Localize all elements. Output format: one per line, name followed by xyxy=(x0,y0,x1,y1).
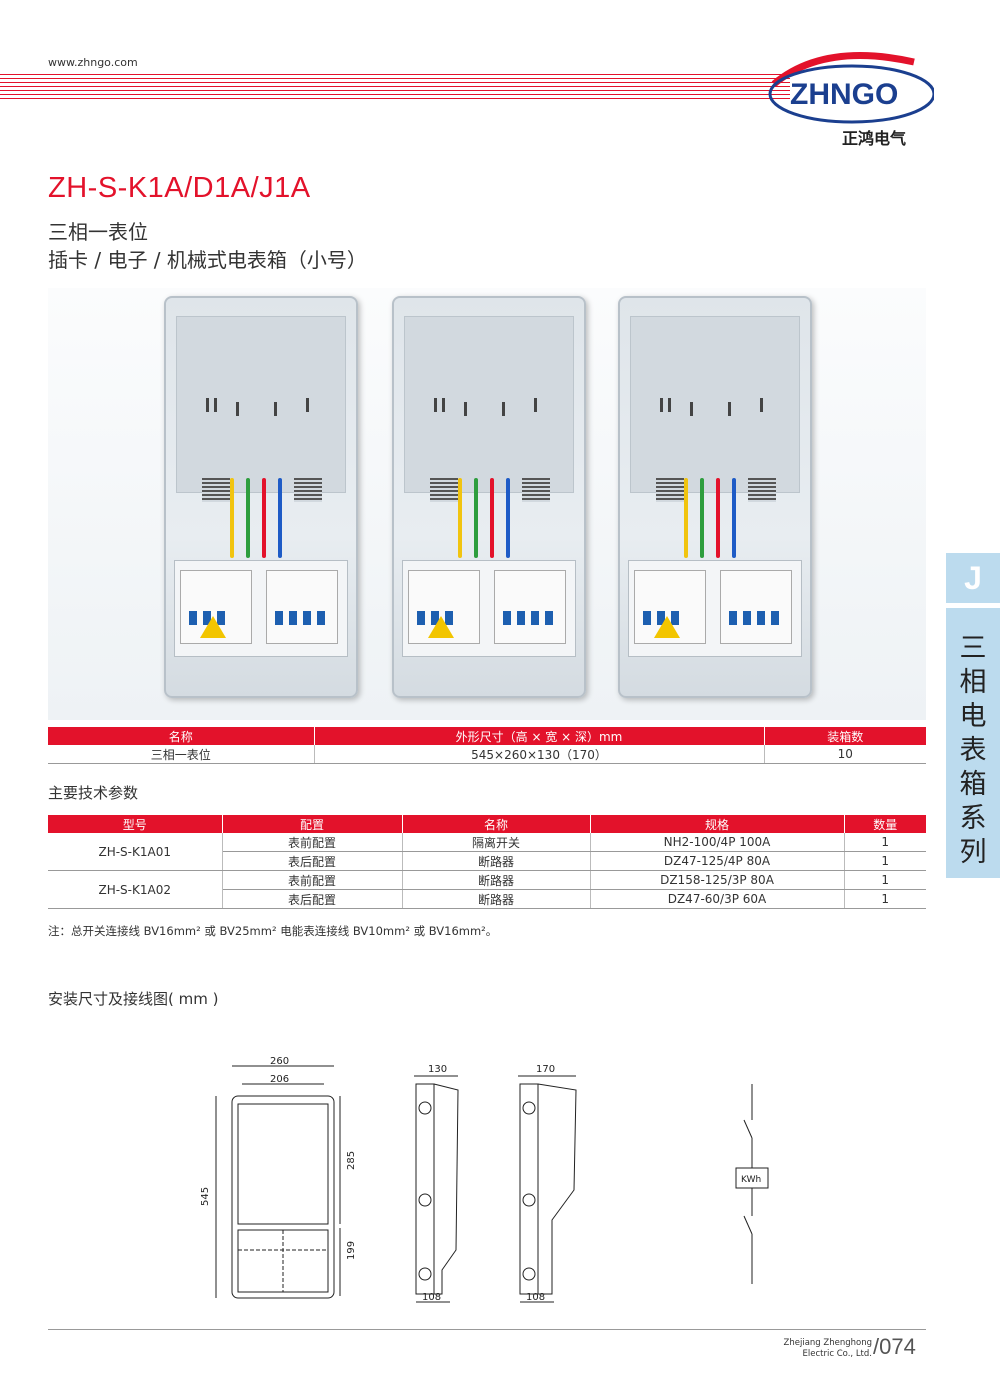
website-url: www.zhngo.com xyxy=(48,56,138,69)
dim-height: 545 xyxy=(200,1187,211,1206)
col-dimensions: 外形尺寸（高 × 宽 × 深）mm xyxy=(314,727,765,745)
installation-drawing: 260 206 545 285 199 130 108 170 108 xyxy=(190,1050,810,1310)
header-rule-lines xyxy=(0,74,790,102)
dim-upper: 285 xyxy=(346,1151,357,1170)
section-tab-series: 三相电表箱系列 xyxy=(946,608,1000,878)
wiring-note: 注：总开关连接线 BV16mm² 或 BV25mm² 电能表连接线 BV10mm… xyxy=(48,924,498,938)
table-row: ZH-S-K1A02 表前配置 断路器 DZ158-125/3P 80A 1 xyxy=(48,870,926,909)
col-pack-qty: 装箱数 xyxy=(764,727,926,745)
table-row: 三相一表位 545×260×130（170） 10 xyxy=(48,745,926,764)
series-label: 三相电表箱系列 xyxy=(959,633,987,868)
tech-params-heading: 主要技术参数 xyxy=(48,784,139,802)
dim-lower: 199 xyxy=(346,1241,357,1260)
product-subtitle-1: 三相一表位 xyxy=(48,220,148,244)
meter-box-photo-electronic xyxy=(392,296,586,698)
table-row: ZH-S-K1A01 表前配置 隔离开关 NH2-100/4P 100A 1 xyxy=(48,833,926,871)
dim-base-a: 108 xyxy=(422,1292,441,1303)
footer-rule xyxy=(48,1329,926,1330)
dim-depth-a: 130 xyxy=(428,1064,447,1075)
brand-logo: ZHNGO 正鸿电气 xyxy=(764,48,936,152)
dim-depth-b: 170 xyxy=(536,1064,555,1075)
footer-company: Zhejiang Zhenghong Electric Co., Ltd. xyxy=(783,1338,872,1359)
dim-width-inner: 206 xyxy=(270,1074,289,1085)
dimension-table: 名称 外形尺寸（高 × 宽 × 深）mm 装箱数 三相一表位 545×260×1… xyxy=(48,727,926,764)
product-model-title: ZH-S-K1A/D1A/J1A xyxy=(48,172,311,204)
page-number: /074 xyxy=(873,1334,916,1359)
logo-text: ZHNGO xyxy=(790,78,898,111)
meter-kwh-label: KWh xyxy=(741,1175,761,1185)
product-subtitle-2: 插卡 / 电子 / 机械式电表箱（小号） xyxy=(48,248,367,272)
product-photos xyxy=(48,288,926,720)
section-tab-letter: J xyxy=(946,553,1000,603)
table-row: 表后配置 断路器 DZ47-60/3P 60A 1 xyxy=(48,889,926,909)
table-row: 表后配置 断路器 DZ47-125/4P 80A 1 xyxy=(48,851,926,871)
tech-params-table: 型号 配置 名称 规格 数量 ZH-S-K1A01 表前配置 隔离开关 NH2-… xyxy=(48,815,926,909)
dim-base-b: 108 xyxy=(526,1292,545,1303)
col-name: 名称 xyxy=(48,727,315,745)
logo-subtext: 正鸿电气 xyxy=(842,129,906,148)
dim-width-outer: 260 xyxy=(270,1056,289,1067)
meter-box-photo-card xyxy=(164,296,358,698)
diagram-heading: 安装尺寸及接线图( mm ) xyxy=(48,990,219,1008)
meter-box-photo-mechanical xyxy=(618,296,812,698)
